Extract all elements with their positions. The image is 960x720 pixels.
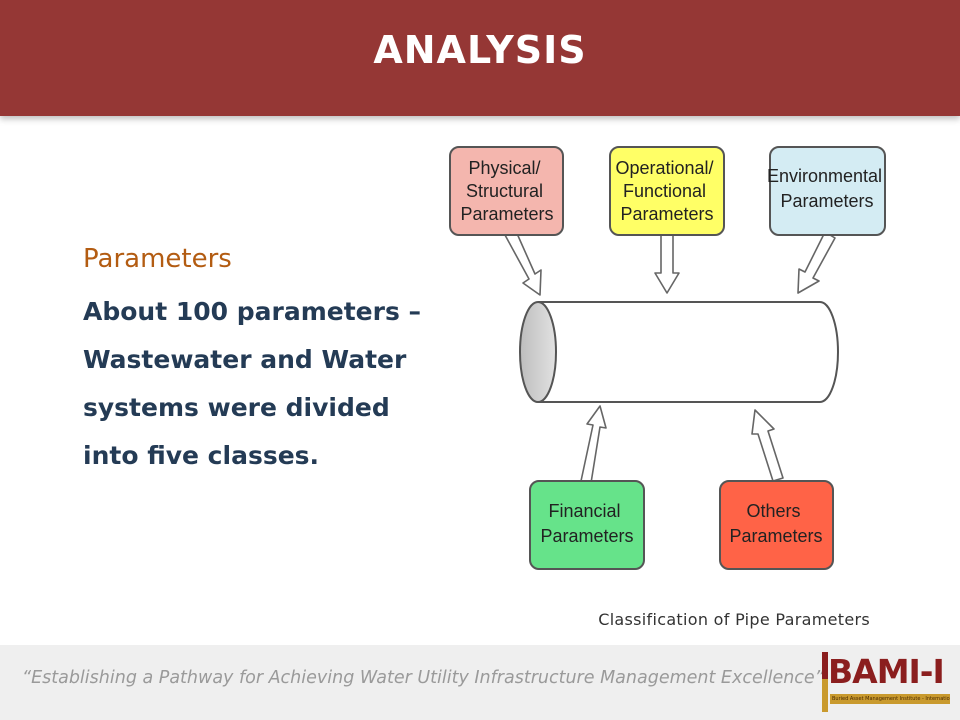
footer-band (0, 645, 960, 720)
box-physical-line-3: Parameters (460, 204, 553, 224)
arrow-others (751, 409, 784, 482)
arrow-physical (504, 228, 542, 296)
box-physical-line-2: Structural (466, 181, 543, 201)
logo-subtext: Buried Asset Management Institute - Inte… (830, 694, 950, 704)
svg-text:Operational/ Functional: Operational/ Functional Parameters (615, 158, 718, 224)
box-others-line-1: Others (746, 501, 800, 521)
arrow-environmental (797, 231, 836, 294)
box-financial-line-2: Parameters (540, 526, 633, 546)
logo-stripe (822, 652, 828, 712)
footer-tagline: “Establishing a Pathway for Achieving Wa… (22, 668, 824, 688)
svg-text:Financial Parameters: Financial Parameters (540, 501, 633, 546)
title-bar: ANALYSIS (0, 0, 960, 116)
box-financial-line-1: Financial (548, 501, 620, 521)
box-environmental-line-1: Environmental (767, 166, 882, 186)
box-operational-line-3: Parameters (620, 204, 713, 224)
arrow-operational (654, 234, 680, 294)
box-others: Others Parameters (719, 480, 834, 570)
svg-text:Physical/ Structural: Physical/ Structural Parameters (460, 158, 553, 224)
box-operational-line-1: Operational/ (615, 158, 713, 178)
logo-text: BAMI-I (828, 652, 945, 691)
slide-title: ANALYSIS (373, 28, 587, 72)
box-financial: Financial Parameters (529, 480, 645, 570)
pipe-parameters-diagram: Physical/ Structural Parameters Operatio… (449, 146, 887, 570)
text-block: Parameters About 100 parameters – Wastew… (83, 242, 443, 480)
box-operational-line-2: Functional (623, 181, 706, 201)
box-environmental: Environmental Parameters (767, 146, 887, 236)
subheading: Parameters (83, 244, 232, 274)
svg-text:Environmental Parameters: Environmental Parameters (767, 166, 887, 211)
diagram-caption: Classification of Pipe Parameters (598, 610, 870, 629)
svg-text:Others Parameters: Others Parameters (729, 501, 822, 546)
bami-logo: BAMI-I Buried Asset Management Institute… (822, 652, 950, 712)
pipe-cylinder (519, 301, 839, 403)
body-paragraph: About 100 parameters – Wastewater and Wa… (83, 297, 422, 470)
arrow-financial (580, 405, 607, 484)
box-physical-line-1: Physical/ (468, 158, 540, 178)
box-others-line-2: Parameters (729, 526, 822, 546)
box-physical: Physical/ Structural Parameters (449, 146, 564, 236)
box-environmental-line-2: Parameters (780, 191, 873, 211)
box-operational: Operational/ Functional Parameters (609, 146, 725, 236)
